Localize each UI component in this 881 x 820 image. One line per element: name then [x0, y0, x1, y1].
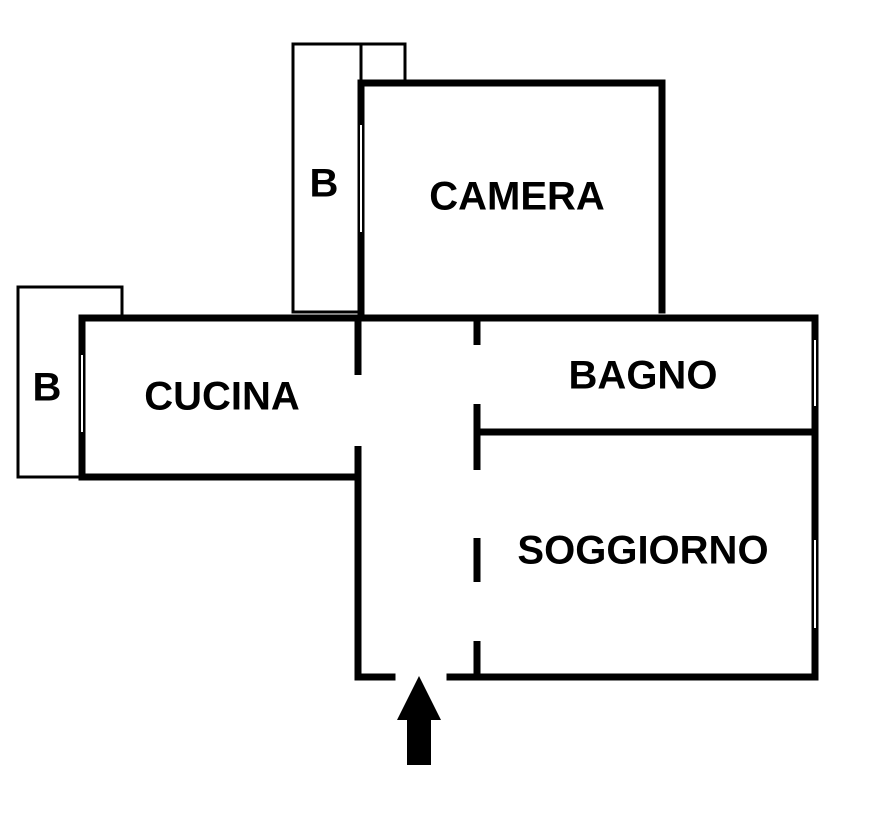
balcony-top [291, 42, 407, 314]
windows [81, 125, 816, 628]
balcony-left [16, 285, 124, 479]
room-label-camera: CAMERA [429, 175, 605, 219]
room-label-cucina: CUCINA [144, 375, 300, 419]
room-label-balcony-top: B [310, 162, 339, 206]
up-arrow-icon [397, 676, 441, 765]
hallway-walls [354, 318, 481, 677]
room-label-soggiorno: SOGGIORNO [517, 529, 768, 573]
room-label-bagno: BAGNO [569, 354, 718, 398]
room-label-balcony-left: B [33, 366, 62, 410]
